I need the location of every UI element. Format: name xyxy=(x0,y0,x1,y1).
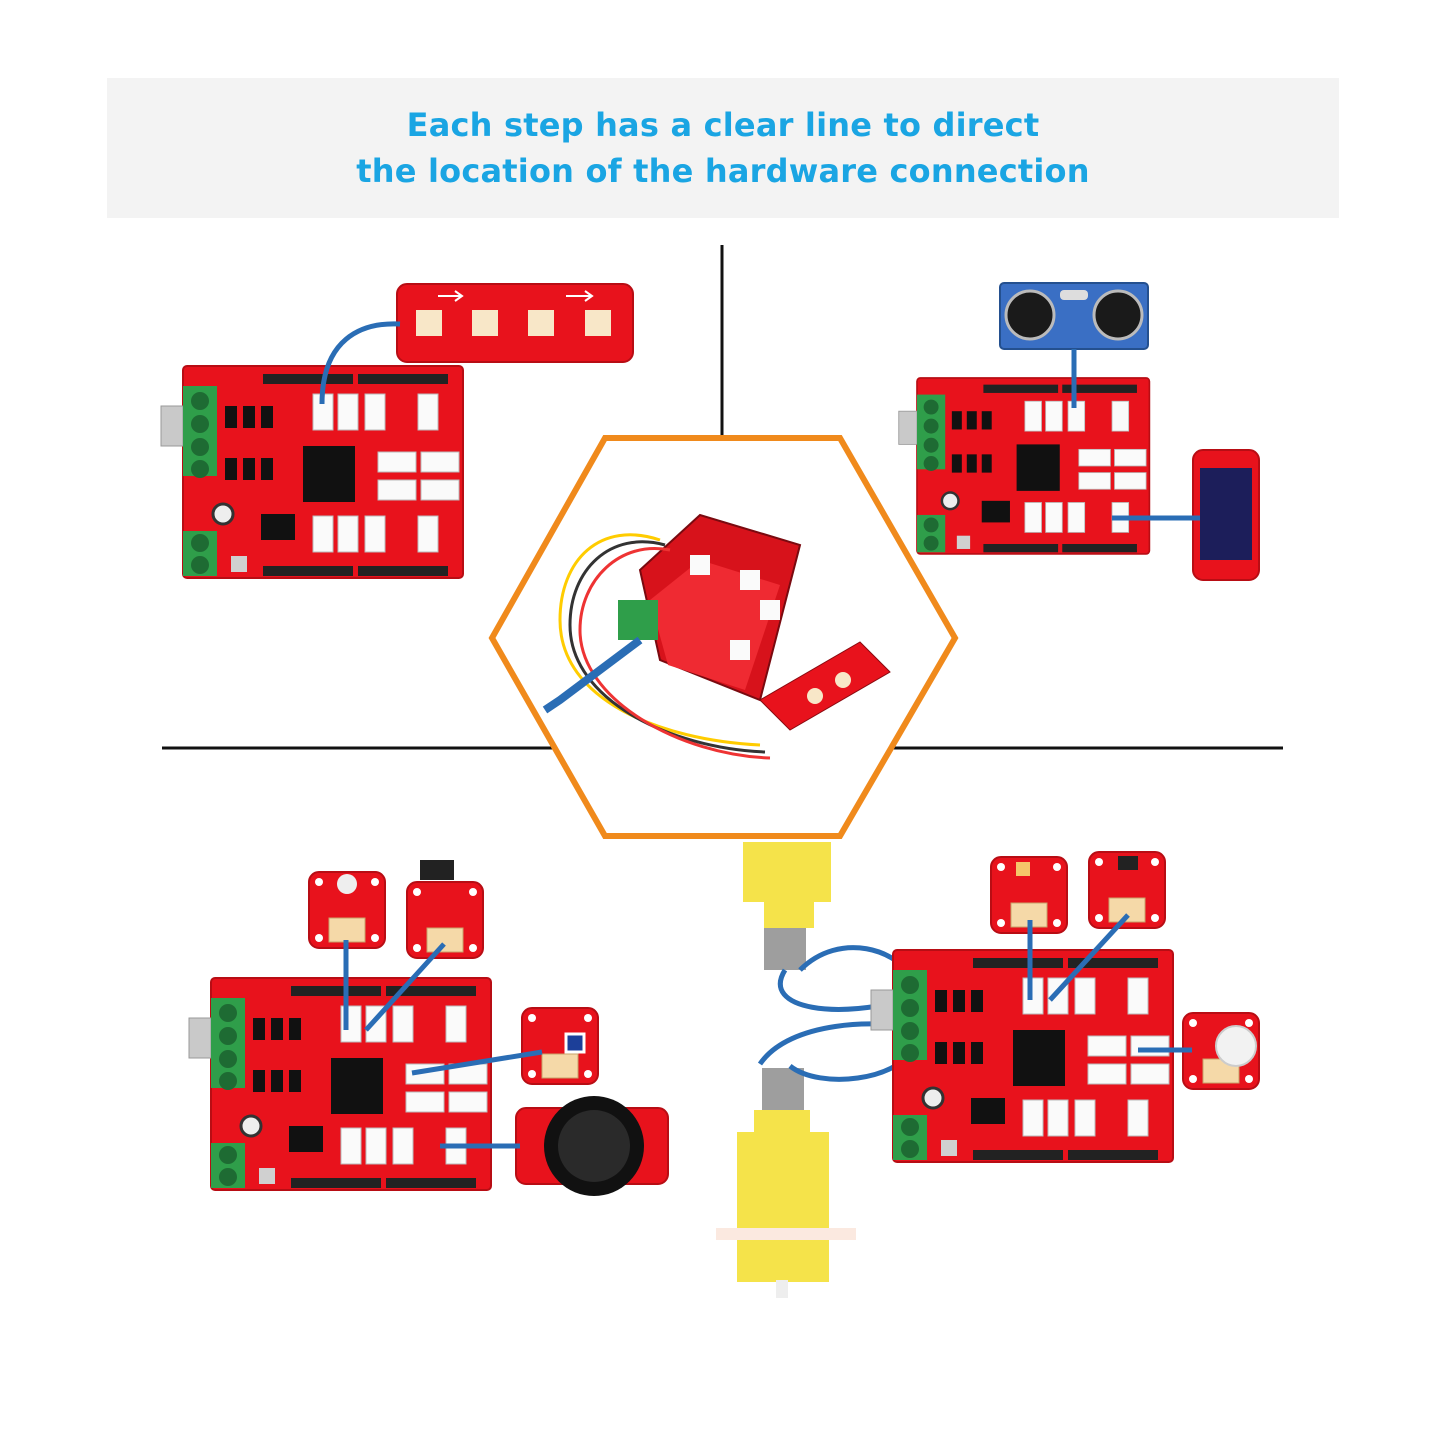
wire xyxy=(319,321,401,405)
panel-bottom-left xyxy=(187,860,669,1196)
led-strip-module-icon xyxy=(396,283,634,363)
wire xyxy=(411,1049,543,1076)
center-photo-hexagon xyxy=(488,435,959,839)
light-sensor-module-icon xyxy=(990,856,1068,934)
pir-sensor-module-icon xyxy=(308,871,386,949)
buzzer-module-icon xyxy=(1182,1012,1260,1090)
joystick-module-icon xyxy=(515,1096,669,1196)
wire xyxy=(1048,913,1130,1002)
dc-motor-module-icon xyxy=(743,842,831,970)
panel-top-right xyxy=(897,282,1260,581)
header-banner: Each step has a clear line to direct the… xyxy=(107,78,1339,218)
tilt-sensor-module-icon xyxy=(1088,851,1166,929)
panel-top-left xyxy=(159,283,634,580)
wire xyxy=(364,942,446,1032)
banner-title-line-2: the location of the hardware connection xyxy=(356,152,1090,190)
ultrasonic-sensor-module-icon xyxy=(999,282,1149,350)
assembled-board-photo-icon xyxy=(542,513,891,760)
lcd-screen-module-icon xyxy=(1192,449,1260,581)
dc-motor-module-icon xyxy=(716,1068,856,1298)
panel-bottom-right xyxy=(716,842,1260,1298)
banner-title-line-1: Each step has a clear line to direct xyxy=(406,106,1040,144)
limit-switch-module-icon xyxy=(406,860,484,959)
button-module-icon xyxy=(521,1007,599,1085)
